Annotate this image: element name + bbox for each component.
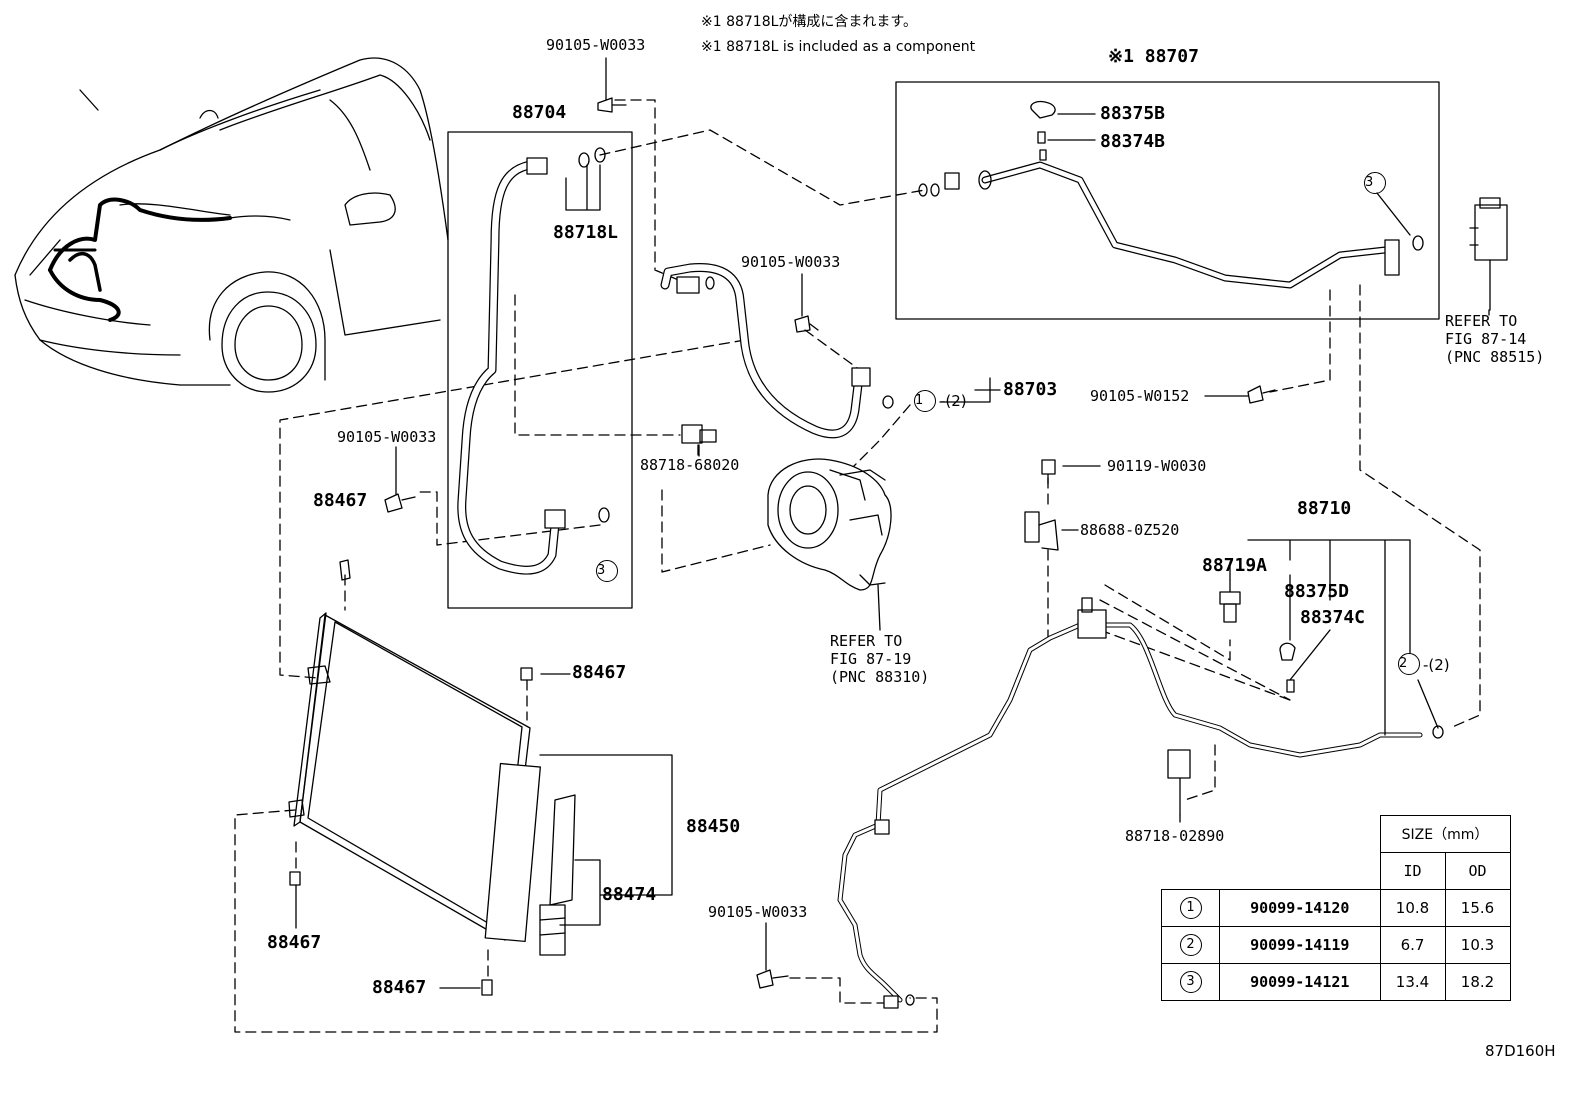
- row-part: 90099-14119: [1219, 926, 1381, 964]
- label-leaders: [295, 57, 1490, 989]
- row-part: 90099-14121: [1219, 963, 1381, 1001]
- tube-88707-frame: [895, 81, 1440, 320]
- size-header: SIZE（mm）: [1379, 815, 1511, 853]
- oring-ref-88710: -(2): [1423, 656, 1450, 674]
- row-part: 90099-14120: [1219, 889, 1381, 927]
- oring-ref-88703: -(2): [940, 392, 967, 410]
- label-88718-02890: 88718-02890: [1125, 827, 1225, 845]
- 88718L-bracket-leader: [565, 164, 601, 211]
- od-header: OD: [1444, 852, 1511, 890]
- row-mark: 1: [1161, 889, 1220, 927]
- label-88375B: 88375B: [1100, 103, 1166, 124]
- tube-88707: [918, 100, 1424, 289]
- switch-cap-valve: [1219, 579, 1331, 693]
- compressor: [767, 458, 892, 631]
- ref-compressor: REFER TO FIG 87-19 (PNC 88310): [830, 632, 930, 686]
- circle-3-88707: 3: [1364, 172, 1386, 194]
- circle3-88707-leader: [1376, 192, 1411, 236]
- circle-1-88703: 1: [914, 390, 936, 412]
- label-bolt-top: 90105-W0033: [546, 36, 646, 54]
- label-88374B: 88374B: [1100, 131, 1166, 152]
- 88703-bracket: [939, 377, 1001, 403]
- label-88719A: 88719A: [1202, 555, 1268, 576]
- circle-3-88704: 3: [596, 560, 618, 582]
- filter-88474: [539, 794, 576, 956]
- hose-88704: [457, 147, 610, 575]
- label-90119: 90119-W0030: [1107, 457, 1207, 475]
- row-od: 10.3: [1444, 926, 1511, 964]
- expansion-valve-block: [1469, 197, 1508, 311]
- row-od: 15.6: [1444, 889, 1511, 927]
- tube-88710: [837, 597, 1444, 1009]
- row-id: 10.8: [1379, 889, 1446, 927]
- dashed-leaders: [234, 99, 1481, 1033]
- row-mark: 2: [1161, 926, 1220, 964]
- table-row: 1 90099-14120 10.8 15.6: [1161, 889, 1511, 927]
- label-88688: 88688-0Z520: [1080, 521, 1180, 539]
- label-bolt-left: 90105-W0033: [337, 428, 437, 446]
- label-88474: 88474: [602, 884, 657, 905]
- label-88704: 88704: [512, 102, 567, 123]
- figure-id: 87D160H: [1485, 1042, 1556, 1060]
- row-id: 13.4: [1379, 963, 1446, 1001]
- label-88374C: 88374C: [1300, 607, 1366, 628]
- label-bolt-right: 90105-W0152: [1090, 387, 1190, 405]
- label-88467-right-top: 88467: [572, 662, 627, 683]
- label-bolt-mid: 90105-W0033: [741, 253, 841, 271]
- label-88718L: 88718L: [553, 222, 619, 243]
- 88450-bracket: [539, 754, 673, 926]
- label-88718-68020: 88718-68020: [640, 456, 740, 474]
- label-88703: 88703: [1003, 379, 1058, 400]
- note-en: ※1 88718L is included as a component: [701, 39, 976, 55]
- label-88467-left-bottom: 88467: [267, 932, 322, 953]
- hose-88703: [660, 262, 894, 439]
- label-88467-bottom: 88467: [372, 977, 427, 998]
- size-table: SIZE（mm） ID OD 1 90099-14120 10.8 15.6 2…: [1161, 815, 1511, 1001]
- label-88710: 88710: [1297, 498, 1352, 519]
- bolt-shapes: [384, 97, 1276, 989]
- table-row: 3 90099-14121 13.4 18.2: [1161, 963, 1511, 1001]
- condenser: [288, 559, 541, 996]
- hose-88704-frame: [447, 131, 633, 609]
- label-bolt-bottom: 90105-W0033: [708, 903, 808, 921]
- car-illustration: [14, 57, 449, 393]
- label-88450: 88450: [686, 816, 741, 837]
- row-id: 6.7: [1379, 926, 1446, 964]
- label-88375D: 88375D: [1284, 581, 1350, 602]
- table-row: 2 90099-14119 6.7 10.3: [1161, 926, 1511, 964]
- label-88707: ※1 88707: [1108, 46, 1199, 67]
- row-mark: 3: [1161, 963, 1220, 1001]
- bracket-88718-68020: [681, 424, 717, 456]
- 88710-bracket: [1247, 539, 1439, 736]
- circle-2-88710: 2: [1398, 653, 1420, 675]
- note-jp: ※1 88718Lが構成に含まれます。: [701, 14, 918, 30]
- ref-expansion-valve: REFER TO FIG 87-14 (PNC 88515): [1445, 312, 1545, 366]
- row-od: 18.2: [1444, 963, 1511, 1001]
- clamps: [1024, 511, 1191, 816]
- label-88467-left-top: 88467: [313, 490, 368, 511]
- id-header: ID: [1379, 852, 1446, 890]
